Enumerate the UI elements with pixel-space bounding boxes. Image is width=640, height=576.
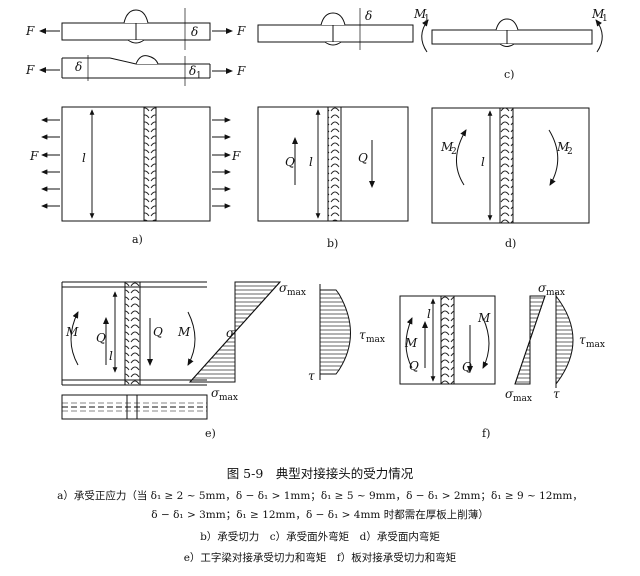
label-delta-b: δ [365,9,372,23]
label-moment-c2-sub: 1 [602,14,608,24]
label-length-e: l [109,349,113,363]
label-delta1-a: δ [189,64,196,78]
figure-caption-line-4: e）工字梁对接承受切力和弯矩 f）板对接承受切力和弯矩 [183,552,457,564]
panel-label-d: d) [505,237,516,250]
panel-a-force-arrows [41,117,231,209]
panel-f-tau-diagram [555,292,574,388]
label-moment-d2-sub: 2 [567,147,573,157]
label-shear-f1: Q [409,359,419,373]
label-shear-e1: Q [96,331,106,345]
label-moment-c1: M [413,7,427,21]
label-delta-a-thin: δ [75,60,82,74]
label-delta1-a-sub: 1 [196,71,202,81]
panel-label-a: a) [132,233,143,246]
label-force-a4: F [236,64,246,78]
label-moment-d1-sub: 2 [451,147,457,157]
label-sigma-max-f-top: σ [538,281,547,295]
label-moment-f2: M [477,311,491,325]
label-tau-max-f-sub: max [586,340,605,350]
panel-a-plate [61,106,211,222]
panel-b-section [257,8,414,50]
label-length-f: l [427,307,431,321]
figure-caption-title: 图 5-9 典型对接接头的受力情况 [226,466,414,481]
label-moment-c1-sub: 1 [424,14,430,24]
panel-e-sigma-diagram [188,281,282,383]
label-length-a: l [82,151,86,165]
figure-caption-line-3: b）承受切力 c）承受面外弯矩 d）承受面内弯矩 [200,531,440,543]
panel-a-force-arrows-top [39,28,233,74]
label-sigma-max-e-bot: σ [211,386,220,400]
label-tau-max-e-sub: max [366,335,385,345]
panel-f-plate [399,295,496,385]
label-sigma-e: σ [226,326,235,340]
figure-caption-line-2: δ − δ₁ > 3mm；δ₁ ≥ 12mm，δ − δ₁ > 4mm 时都需在… [151,509,489,521]
figure-caption-line-1: a）承受正应力（当 δ₁ ≥ 2 ~ 5mm，δ − δ₁ > 1mm；δ₁ ≥… [57,490,583,502]
label-moment-f1: M [404,336,418,350]
label-sigma-max-e-top: σ [279,281,288,295]
panel-e-tau-diagram [319,284,351,380]
label-delta-a: δ [191,25,198,39]
label-force-a1: F [25,24,35,38]
label-length-b: l [309,155,313,169]
label-sigma-max-e-top-sub: max [287,288,306,298]
label-moment-e1: M [65,325,79,339]
panel-c-section [421,18,603,53]
label-tau-e: τ [308,369,315,383]
label-force-a3: F [25,63,35,77]
label-moment-c2: M [591,7,605,21]
panel-label-f: f) [482,427,490,440]
label-shear-b2: Q [358,151,368,165]
panel-label-b: b) [327,237,338,250]
label-tau-f: τ [553,387,560,401]
panel-a-sections [61,8,211,86]
label-sigma-max-f-bot: σ [505,387,514,401]
label-moment-d1: M [440,140,454,154]
panel-f-sigma-diagram [514,295,546,385]
label-shear-f2: Q [462,360,472,374]
panel-label-e: e) [205,427,216,440]
label-force-a2: F [236,24,246,38]
label-force-a5: F [29,149,39,163]
label-sigma-max-e-bot-sub: max [219,393,238,403]
label-length-d: l [481,155,485,169]
panel-e-beam [61,281,208,420]
label-sigma-max-f-top-sub: max [546,288,565,298]
label-moment-d2: M [556,140,570,154]
label-force-a6: F [231,149,241,163]
label-shear-b1: Q [285,155,295,169]
panel-d-plate [431,107,590,224]
panel-label-c: c) [504,68,514,81]
label-moment-e2: M [177,325,191,339]
label-tau-max-e: τ [359,328,366,342]
label-sigma-max-f-bot-sub: max [513,394,532,404]
label-tau-max-f: τ [579,333,586,347]
panel-b-plate [257,106,409,222]
label-shear-e2: Q [153,325,163,339]
